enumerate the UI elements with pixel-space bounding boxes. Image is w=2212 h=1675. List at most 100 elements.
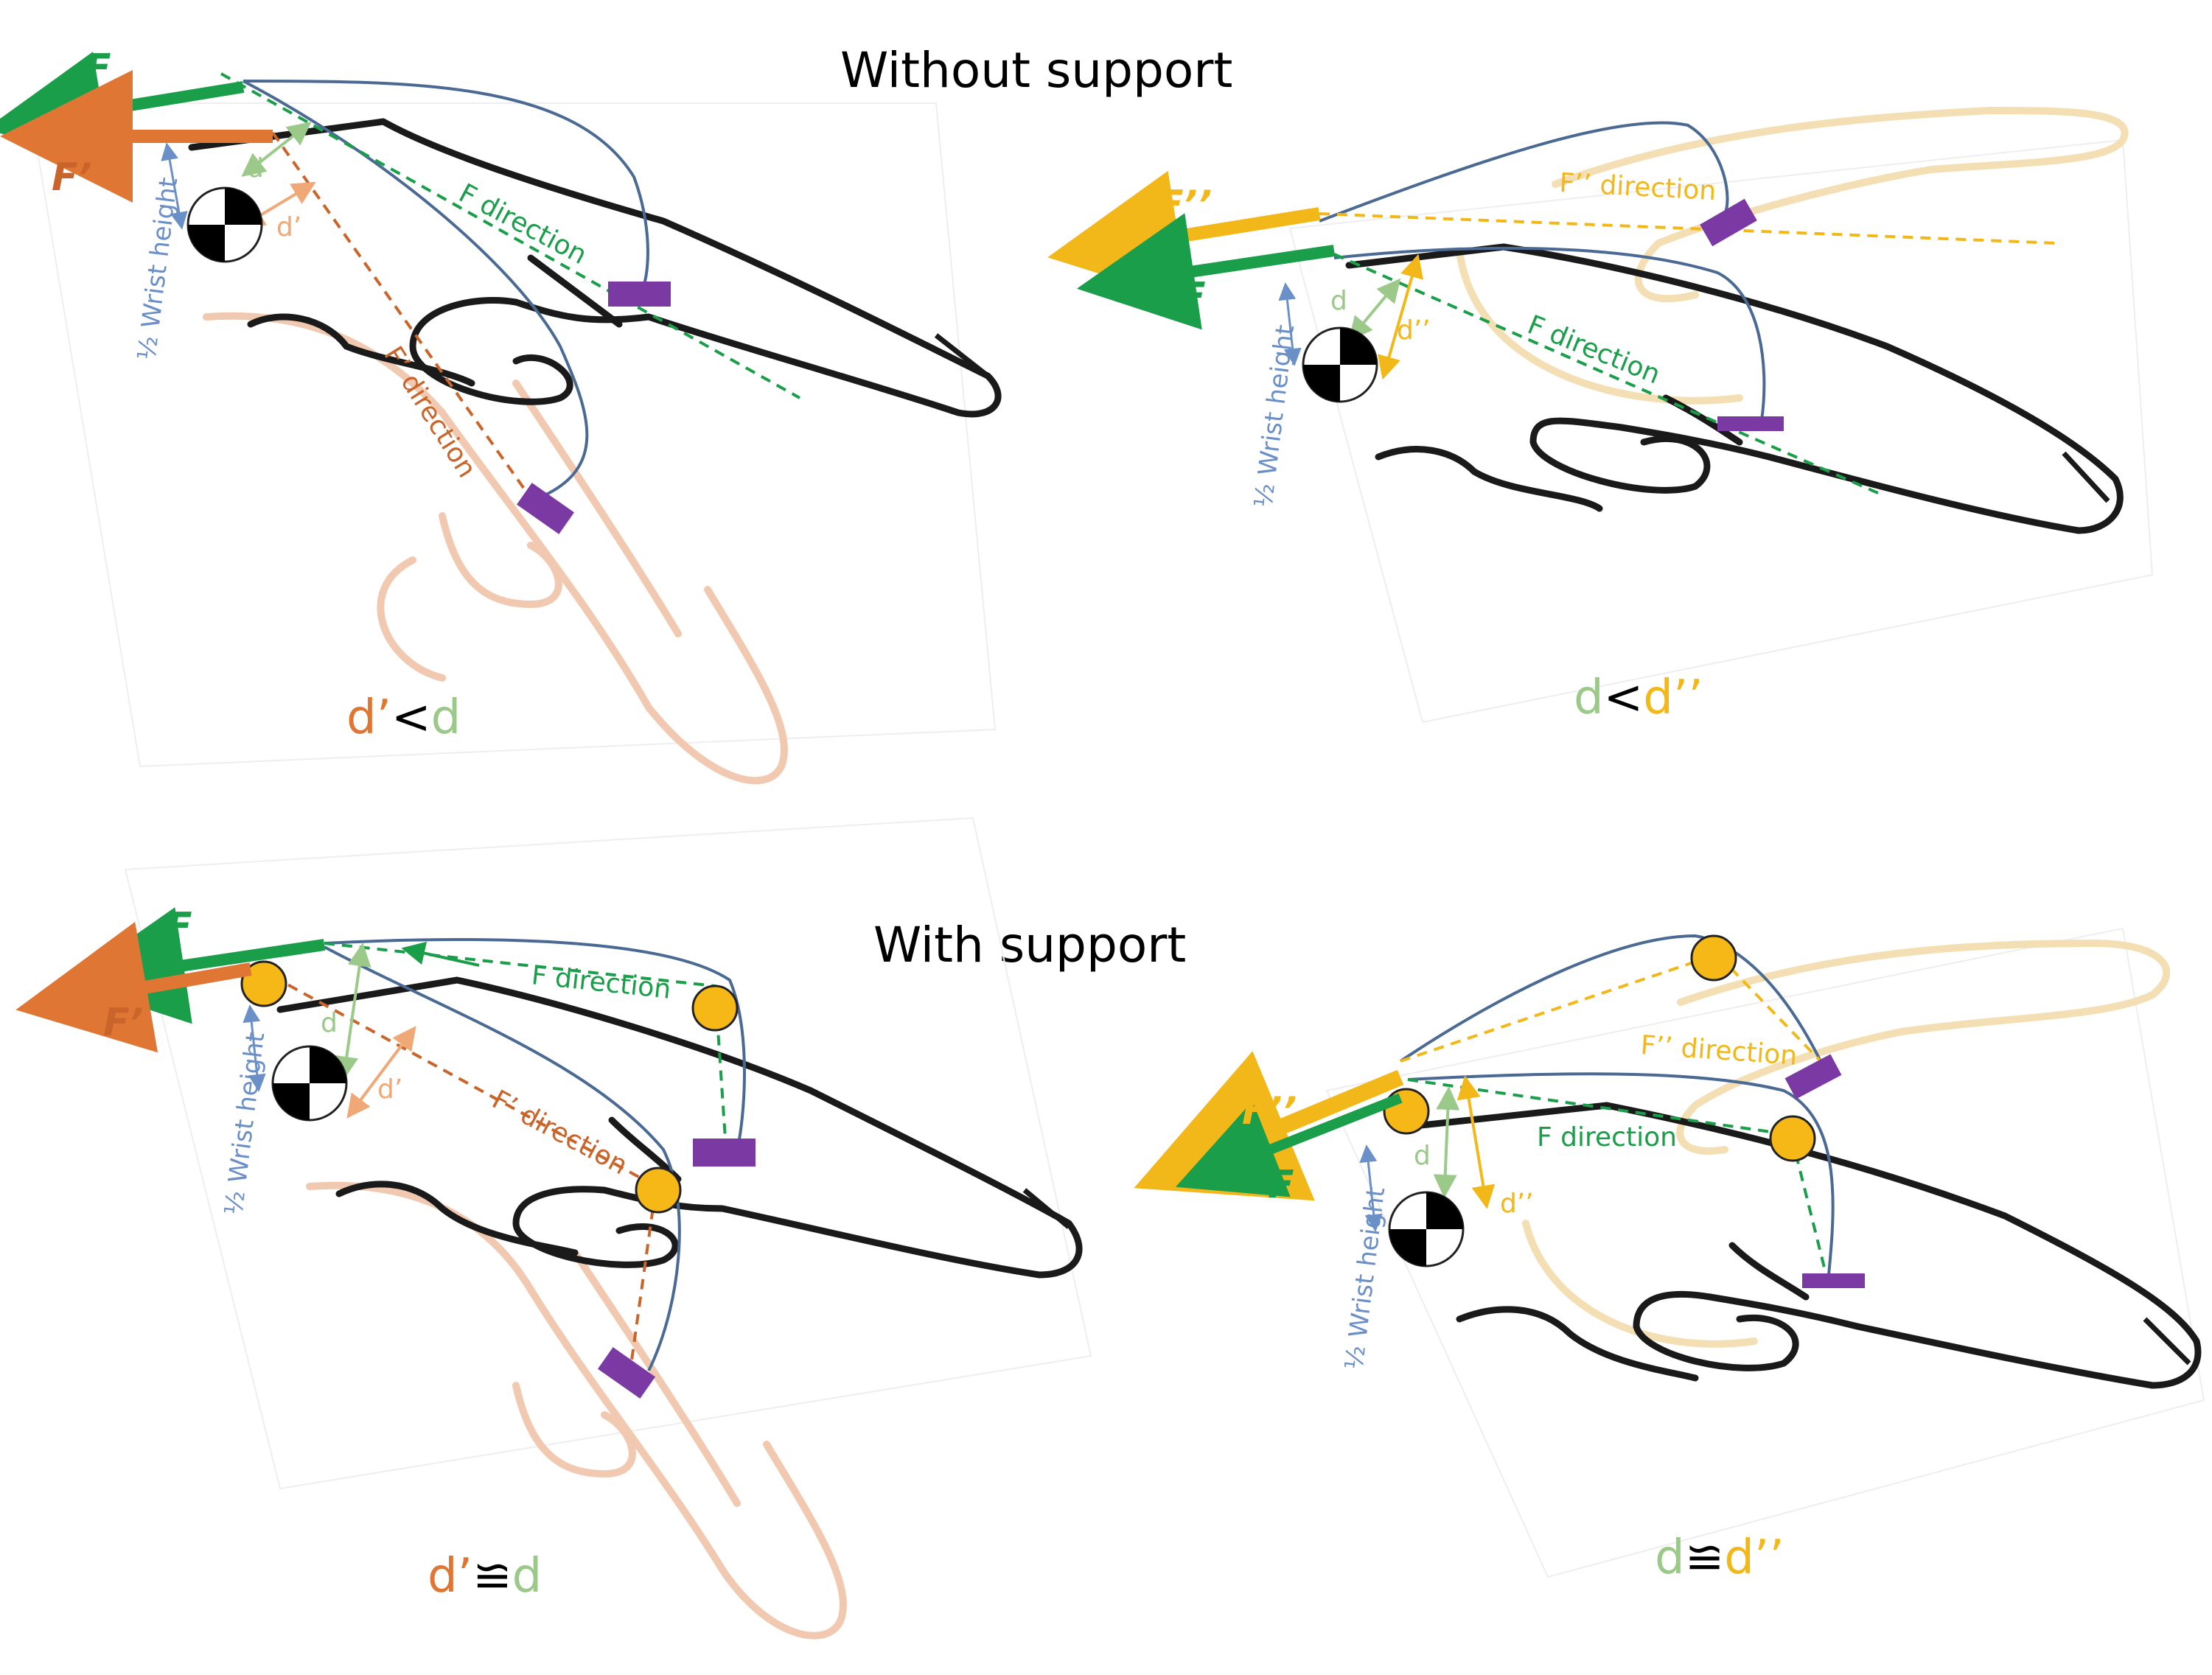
label-d-double-prime: d’’ [1500,1189,1534,1219]
label-f: F [166,905,192,949]
label-wrist-height: ½ Wrist height [219,1031,271,1217]
wrist-height-arrow [243,1004,266,1092]
palm-edge [1375,446,1603,512]
panel-frame [124,816,1092,1490]
cmp-right: d’’ [1724,1531,1784,1585]
comparison-label: d≌d’’ [1655,1531,1784,1585]
palm-edge [1456,1306,1699,1382]
panel-frame [1288,139,2154,724]
wrist-height-arrow [1278,282,1302,366]
moment-arm-d [241,122,312,177]
hand-outline [276,976,1083,1279]
tendon-line [1407,1072,1835,1283]
moment-arm-d-double-prime [1378,253,1423,380]
force-arrow-f-prime [15,921,252,1053]
moment-arm-d [335,943,371,1080]
label-d: d [321,1008,338,1038]
tendon-anchor [1717,416,1784,431]
moment-arm-d-double-prime [1456,1075,1496,1209]
palm-edge [247,313,475,387]
wrist-height-arrow [161,142,188,230]
force-arrow-f [1175,1093,1403,1197]
comparison-label: d’<d [346,690,461,745]
tendon-line [1399,934,1822,1063]
fingernail [1022,1188,1071,1229]
label-wrist-height: ½ Wrist height [1249,324,1300,510]
label-d: d [247,153,264,183]
label-wrist-height: ½ Wrist height [1339,1186,1391,1372]
tendon-anchor [1802,1273,1865,1288]
hand-outline [1397,1102,2202,1389]
tendon-anchor [1784,1054,1842,1099]
nail-fold [527,254,623,328]
label-f-prime: F’ [52,155,91,200]
tendon-anchor [1700,198,1757,247]
label-d: d [1414,1141,1431,1171]
label-f-double-prime: F’’ [1157,183,1212,227]
cmp-right: d [431,690,461,745]
ghost-hand [1522,939,2171,1348]
tendon-anchor [517,483,574,534]
tendon-line [243,80,589,503]
tendon-line [1319,121,1729,223]
tendon-anchor [693,1139,756,1167]
label-f-double-prime-direction: F’’ direction [1639,1030,1798,1071]
moment-arm-d [1433,1086,1460,1198]
label-d: d [1330,286,1347,316]
panel-bottom-right: F’’ F F’’ direction F direction d d’’ ½ … [1134,927,2205,1585]
support-pulley [1383,1088,1430,1135]
label-wrist-height: ½ Wrist height [132,176,184,363]
support-pulley [635,1167,682,1214]
title-without-support: Without support [840,42,1232,99]
fingernail [2143,1317,2191,1365]
moment-arm-d [1348,278,1401,341]
center-of-rotation-icon [1302,326,1378,403]
f-direction-line [220,72,800,399]
f-direction-line [1407,1078,1829,1283]
center-of-rotation-icon [271,1045,348,1122]
cmp-left: d’ [346,690,391,745]
center-of-rotation-icon [186,186,263,263]
ghost-hand [203,312,788,785]
label-d-prime: d’ [377,1074,402,1105]
label-f-prime: F’ [103,1001,143,1045]
title-with-support: With support [873,917,1186,973]
cmp-right: d [512,1549,542,1604]
ghost-hand [1456,106,2129,405]
nail-fold [1728,1242,1810,1301]
f-direction-arrowhead [401,941,480,967]
label-f-direction: F direction [1524,310,1664,390]
label-f-prime-direction: F’ direction [377,341,481,483]
tendon-line [324,945,681,1371]
fingernail [934,333,990,378]
force-arrow-f-double-prime [1047,170,1321,302]
f-prime-direction-line [271,131,540,510]
support-pulley [1769,1115,1816,1162]
label-f: F [85,46,111,91]
cmp-left: d’ [428,1549,472,1604]
panel-top-right: F’’ F F’’ direction F direction d d’’ ½ … [1047,106,2154,725]
panel-top-left: F F’ F direction F’ direction d d’ ½ Wri… [0,46,1002,785]
tendon-line [243,80,649,304]
force-arrow-f [1076,213,1336,330]
f-double-prime-direction-line [1400,952,1822,1063]
panel-frame [28,102,997,768]
comparison-label: d’≌d [428,1549,542,1604]
wrist-height-arrow [1359,1144,1383,1232]
cmp-op: ≌ [472,1549,512,1604]
label-f: F [1268,1163,1294,1207]
label-d-prime: d’ [276,212,301,242]
fingernail [2062,451,2110,503]
tendon-anchor [608,282,671,307]
cmp-left: d [1655,1531,1685,1585]
hand-outline [188,118,1002,418]
cmp-op: ≌ [1685,1531,1725,1585]
label-f-double-prime: F’’ [1242,1089,1297,1133]
f-direction-line [1333,253,1880,495]
hand-outline [1345,243,2124,534]
force-arrow-f-double-prime [1134,1051,1404,1201]
moment-arm-d-prime [346,1026,416,1119]
comparison-label: d<d’’ [1574,671,1703,725]
